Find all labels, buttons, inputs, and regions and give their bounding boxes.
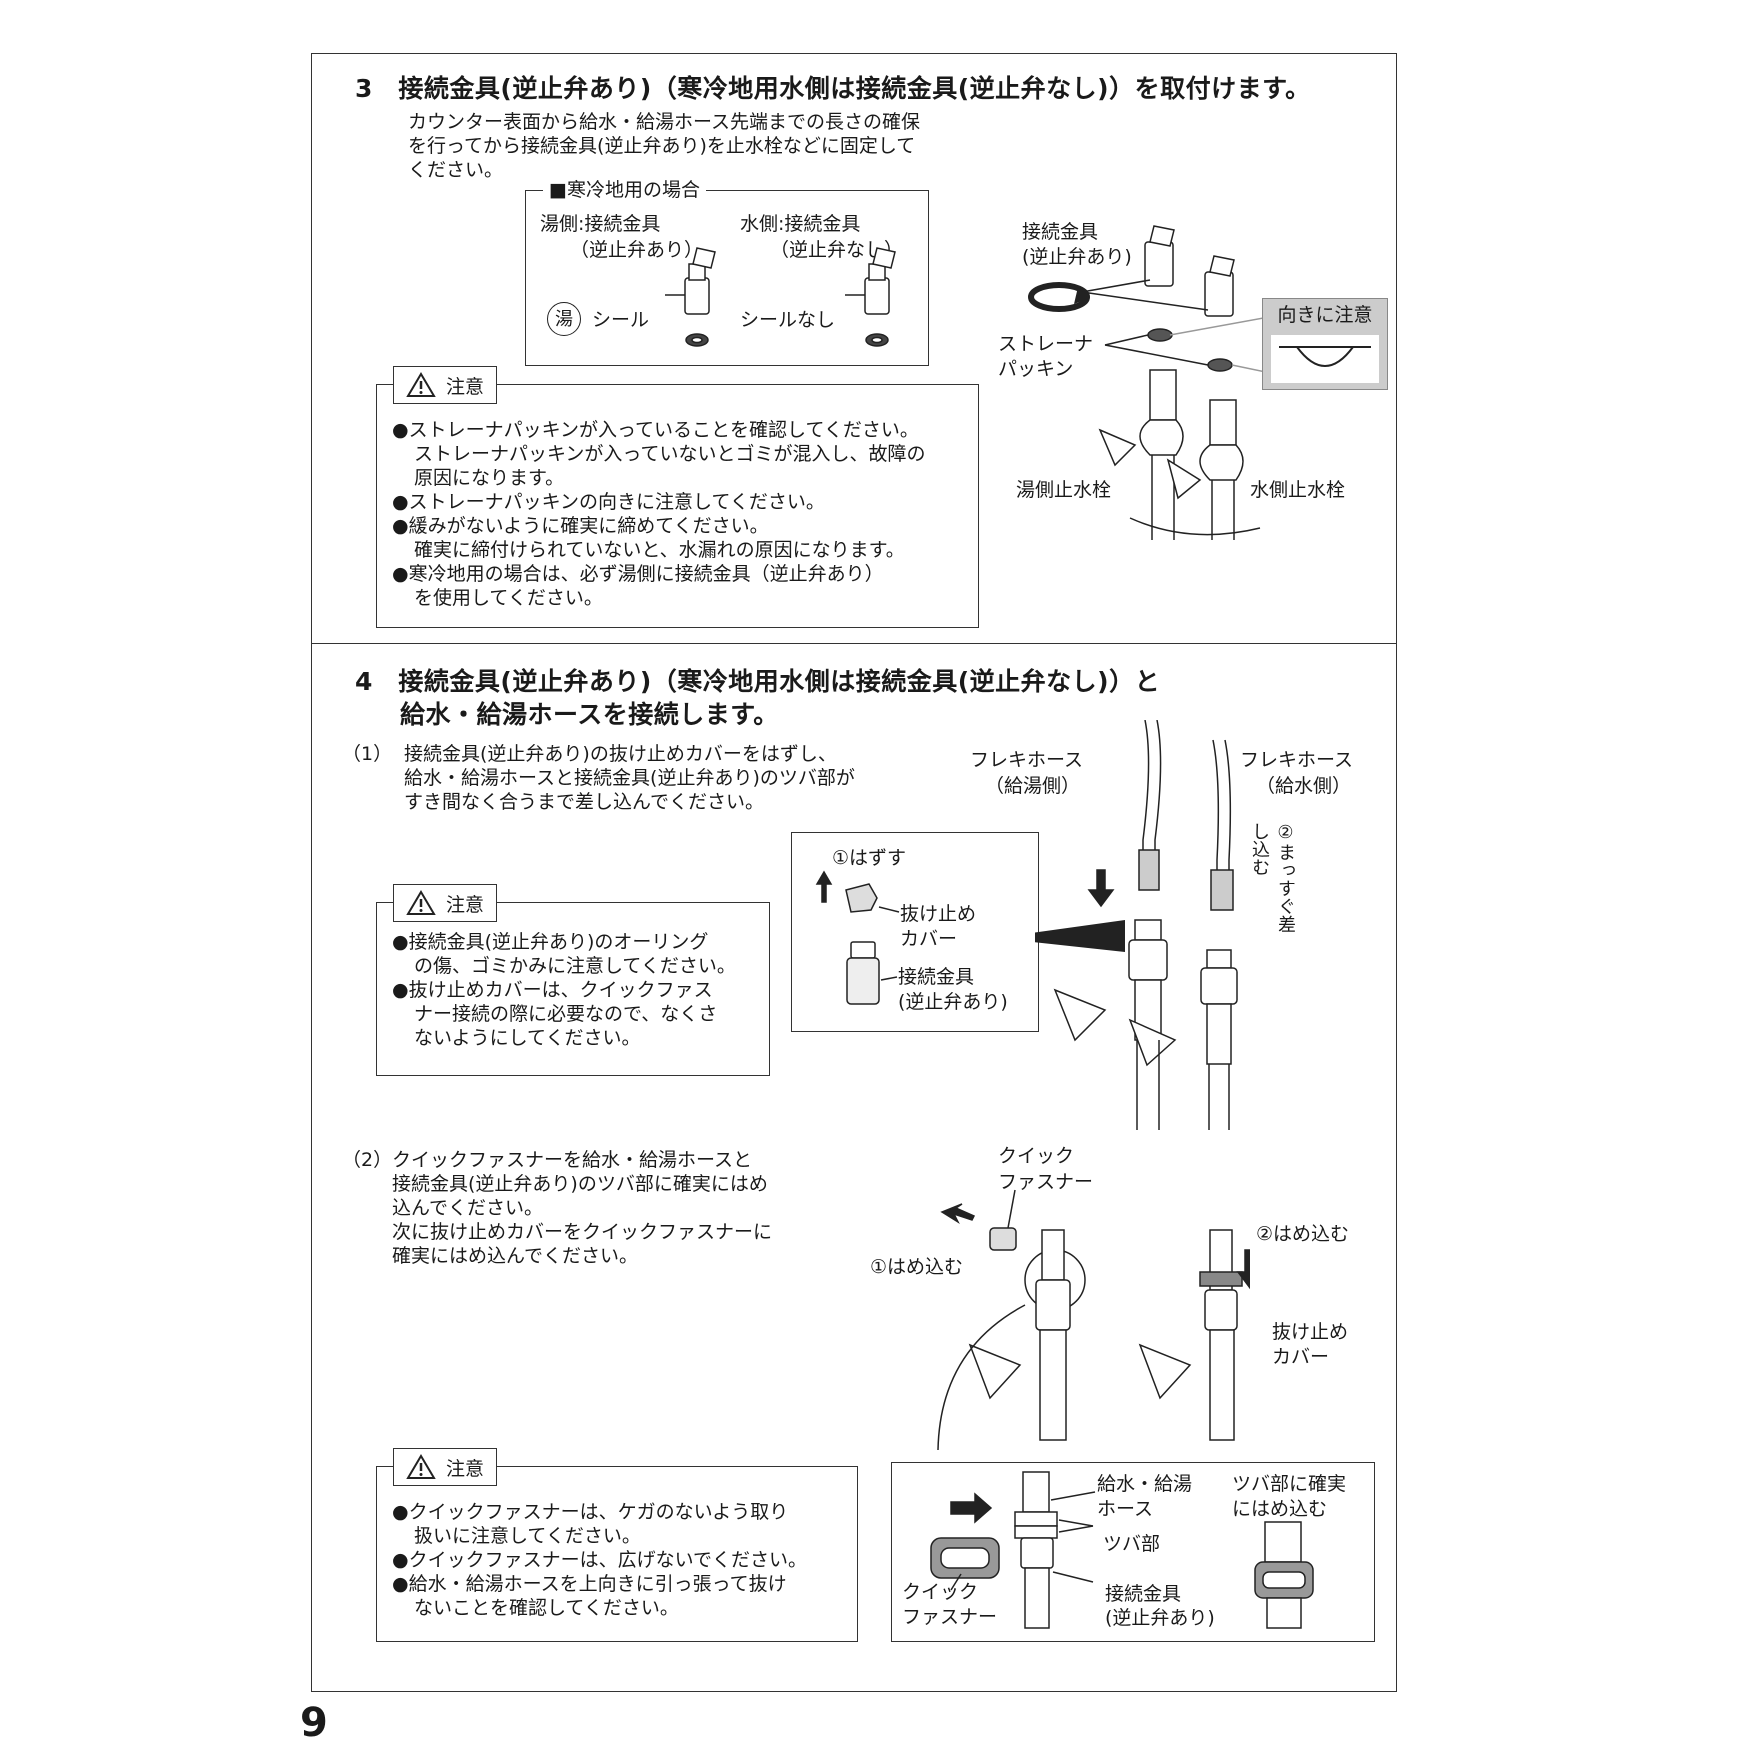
warning-icon — [406, 1454, 436, 1479]
water-valve-label: 水側止水栓 — [1250, 479, 1346, 501]
detail-fitting-sub: (逆止弁あり) — [1105, 1607, 1215, 1629]
step-4-title-line2: 給水・給湯ホースを接続します。 — [400, 700, 779, 729]
step-4-caution-2-text: ●クイックファスナーは、ケガのないよう取り 扱いに注意してください。 ●クイック… — [392, 1501, 808, 1619]
detail-qf-label-2: ファスナー — [902, 1606, 998, 1628]
water-valve-icon — [1166, 399, 1244, 540]
quick-fastener-diagram — [937, 1189, 1250, 1450]
arrow-up-icon — [815, 870, 833, 903]
no-seal-label: シールなし — [740, 309, 836, 331]
inset-fitting-sub: (逆止弁あり) — [898, 991, 1008, 1013]
flange-label: ツバ部 — [1103, 1533, 1161, 1555]
step-4-title-line1: 4 接続金具(逆止弁あり)（寒冷地用水側は接続金具(逆止弁なし)）と — [355, 667, 1161, 696]
cover-label: 抜け止め — [900, 903, 977, 925]
cover-label-2: カバー — [900, 928, 958, 950]
hose-insertion-diagram — [1035, 720, 1238, 1130]
step-4-caution-1-box — [376, 902, 770, 1076]
step-3-title: 3 接続金具(逆止弁あり)（寒冷地用水側は接続金具(逆止弁なし)）を取付けます。 — [355, 74, 1311, 103]
detail-qf-label: クイック — [902, 1581, 979, 1603]
water-hose-label: フレキホース — [1240, 749, 1354, 771]
detail-hose-label: 給水・給湯 — [1097, 1473, 1193, 1495]
inset-fitting-label: 接続金具 — [898, 966, 975, 988]
step-3-caution-box — [376, 384, 979, 628]
fit-note-label-2: にはめ込む — [1232, 1498, 1328, 1520]
step-3-description: カウンター表面から給水・給湯ホース先端までの長さの確保 を行ってから接続金具(逆… — [408, 111, 921, 181]
hot-fitting-label: 湯側:接続金具 — [540, 213, 661, 235]
step-3-caution-text: ●ストレーナパッキンが入っていることを確認してください。 ストレーナパッキンが入… — [392, 419, 926, 609]
fig2-cover-label: 抜け止め — [1272, 1321, 1349, 1343]
sub-step-2-text: クイックファスナーを給水・給湯ホースと 接続金具(逆止弁あり)のツバ部に確実には… — [392, 1149, 773, 1267]
hot-hose-label: フレキホース — [970, 749, 1084, 771]
quick-fastener-label-2: ファスナー — [998, 1171, 1094, 1193]
hot-hose-sub: （給湯側） — [985, 775, 1081, 797]
fitting-sub: (逆止弁あり) — [1022, 246, 1132, 268]
arrow-down-icon — [1087, 869, 1115, 908]
step-4-caution-2-box — [376, 1466, 858, 1642]
cold-region-box — [525, 190, 929, 366]
water-hose-sub: （給水側） — [1256, 775, 1352, 797]
arrow-right-icon — [950, 1492, 993, 1524]
detail-hose-label-2: ホース — [1097, 1498, 1154, 1520]
straight-insert-label: ②まっすぐ差し込む — [1249, 822, 1296, 933]
arrow-right-icon — [940, 1203, 976, 1225]
section-4-frame — [311, 643, 1397, 1692]
water-fitting-label: 水側:接続金具 — [740, 213, 861, 235]
hot-valve-label: 湯側止水栓 — [1016, 479, 1112, 501]
hot-fitting-icon — [665, 247, 716, 347]
remove-cover-illustration — [815, 870, 900, 1005]
step-4-caution-2-header: 注意 — [393, 1448, 498, 1486]
strainer-packing-icon — [1147, 328, 1173, 342]
step-4-caution-1-text: ●接続金具(逆止弁あり)のオーリング の傷、ゴミかみに注意してください。 ●抜け… — [392, 931, 736, 1049]
insert-1-label: ①はめ込む — [870, 1256, 964, 1278]
sub-step-2-number: （2） — [342, 1149, 393, 1171]
seal-label: シール — [592, 309, 650, 331]
step-3-valve-diagram — [1028, 225, 1281, 540]
fastener-detail-illustration — [930, 1471, 1314, 1629]
sub-step-1-text: 接続金具(逆止弁あり)の抜け止めカバーをはずし、 給水・給湯ホースと接続金具(逆… — [404, 743, 855, 813]
strainer-label: ストレーナ — [998, 333, 1094, 355]
insert-2-label: ②はめ込む — [1256, 1223, 1350, 1245]
hot-fitting-sub: （逆止弁あり） — [570, 239, 704, 261]
packing-label: パッキン — [998, 358, 1074, 380]
page-number: 9 — [300, 1700, 328, 1746]
remove-label: ①はずす — [832, 847, 907, 869]
water-fitting-sub: （逆止弁なし） — [770, 239, 904, 261]
fit-note-label: ツバ部に確実 — [1232, 1473, 1347, 1495]
fig2-cover-label-2: カバー — [1272, 1346, 1330, 1368]
step-3-caution-header: 注意 — [393, 366, 498, 404]
quick-fastener-label: クイック — [998, 1145, 1075, 1167]
fitting-icon — [1144, 225, 1235, 317]
valve-assembly-icon — [1053, 919, 1238, 1130]
warning-icon — [406, 890, 436, 915]
cover-icon — [845, 883, 878, 913]
detail-fitting-label: 接続金具 — [1105, 1583, 1182, 1605]
fitting-label: 接続金具 — [1022, 221, 1099, 243]
arrow-down-icon — [1236, 1249, 1250, 1290]
orientation-callout: 向きに注意 — [1262, 298, 1388, 390]
hot-badge: 湯 — [547, 302, 581, 336]
water-fitting-icon — [845, 247, 896, 347]
sub-step-1-number: （1） — [342, 743, 393, 765]
warning-icon — [406, 372, 436, 397]
step-4-caution-1-header: 注意 — [393, 884, 498, 922]
hot-valve-icon — [1098, 369, 1184, 540]
packing-profile-icon — [1279, 346, 1371, 367]
remove-cover-inset — [791, 832, 1039, 1032]
cold-region-heading: ■寒冷地用の場合 — [543, 178, 706, 202]
cold-fittings-illustration — [665, 247, 896, 347]
